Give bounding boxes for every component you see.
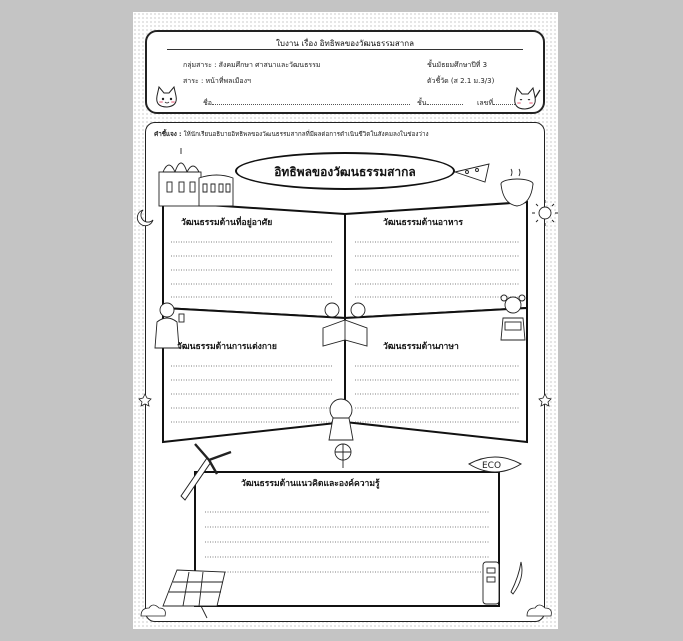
battery-icon [482, 561, 523, 605]
ideas-box [194, 471, 500, 607]
grade-label: ชั้นมัธยมศึกษาปีที่ 3 [427, 61, 488, 69]
section-housing-label: วัฒนธรรมด้านที่อยู่อาศัย [181, 218, 273, 228]
worksheet-page: ใบงาน เรื่อง อิทธิพลของวัฒนธรรมสากล กลุ่… [133, 12, 558, 629]
number-label: เลขที่ [477, 99, 494, 107]
number-blank[interactable] [493, 98, 516, 105]
girl-reading-icon [500, 294, 526, 341]
indicator-label: ตัวชี้วัด (ส 2.1 ม.3/3) [427, 77, 495, 85]
title-bubble: อิทธิพลของวัฒนธรรมสากล [235, 152, 455, 190]
clothing-lines [171, 365, 333, 423]
instructions-text: ให้นักเรียนอธิบายอิทธิพลของวัฒนธรรมสากลท… [183, 131, 429, 138]
cloud-icon [140, 604, 166, 617]
name-field[interactable]: ชื่อ [203, 98, 410, 109]
instructions: คำชี้แจง : ให้นักเรียนอธิบายอิทธิพลของวั… [154, 129, 429, 139]
wind-turbine-icon [180, 443, 232, 501]
cat-icon [156, 85, 177, 108]
worksheet-drawing: ECO [136, 148, 558, 619]
eco-label: ECO [482, 461, 501, 471]
header-divider [167, 49, 523, 50]
globe-kid-icon [328, 398, 354, 468]
lucky-cat-icon [514, 86, 541, 110]
strand-label: สาระ : หน้าที่พลเมืองฯ [183, 77, 251, 85]
person-clothing-icon [154, 302, 185, 349]
class-label: ชั้น [417, 99, 427, 107]
class-field[interactable]: ชั้น [417, 98, 463, 109]
soup-bowl-icon [500, 168, 534, 207]
subject-group-label: กลุ่มสาระ : สังคมศึกษา ศาสนาและวัฒนธรรม [183, 61, 321, 69]
eco-leaf-icon: ECO [467, 456, 523, 473]
sun-icon [532, 200, 558, 226]
name-label: ชื่อ [203, 99, 212, 107]
solar-panel-icon [162, 569, 226, 619]
worksheet-title: อิทธิพลของวัฒนธรรมสากล [274, 165, 416, 179]
worksheet-header-title: ใบงาน เรื่อง อิทธิพลของวัฒนธรรมสากล [275, 39, 415, 48]
landmark-icon [158, 148, 234, 207]
section-food-label: วัฒนธรรมด้านอาหาร [383, 218, 463, 228]
section-language-label: วัฒนธรรมด้านภาษา [383, 342, 459, 352]
star-decorations [138, 393, 552, 407]
class-blank[interactable] [426, 98, 463, 105]
name-blank[interactable] [211, 98, 410, 105]
moon-icon [136, 209, 154, 227]
number-field[interactable]: เลขที่ [477, 98, 516, 109]
section-clothing-label: วัฒนธรรมด้านการแต่งกาย [177, 342, 277, 352]
instructions-label: คำชี้แจง : [154, 131, 182, 138]
kids-reading-icon [322, 302, 368, 347]
header-box: ใบงาน เรื่อง อิทธิพลของวัฒนธรรมสากล กลุ่… [145, 30, 545, 114]
section-ideas-label: วัฒนธรรมด้านแนวคิดและองค์ความรู้ [241, 479, 380, 489]
cloud-icon [526, 604, 552, 617]
pizza-icon [453, 163, 490, 183]
housing-lines [171, 241, 333, 298]
